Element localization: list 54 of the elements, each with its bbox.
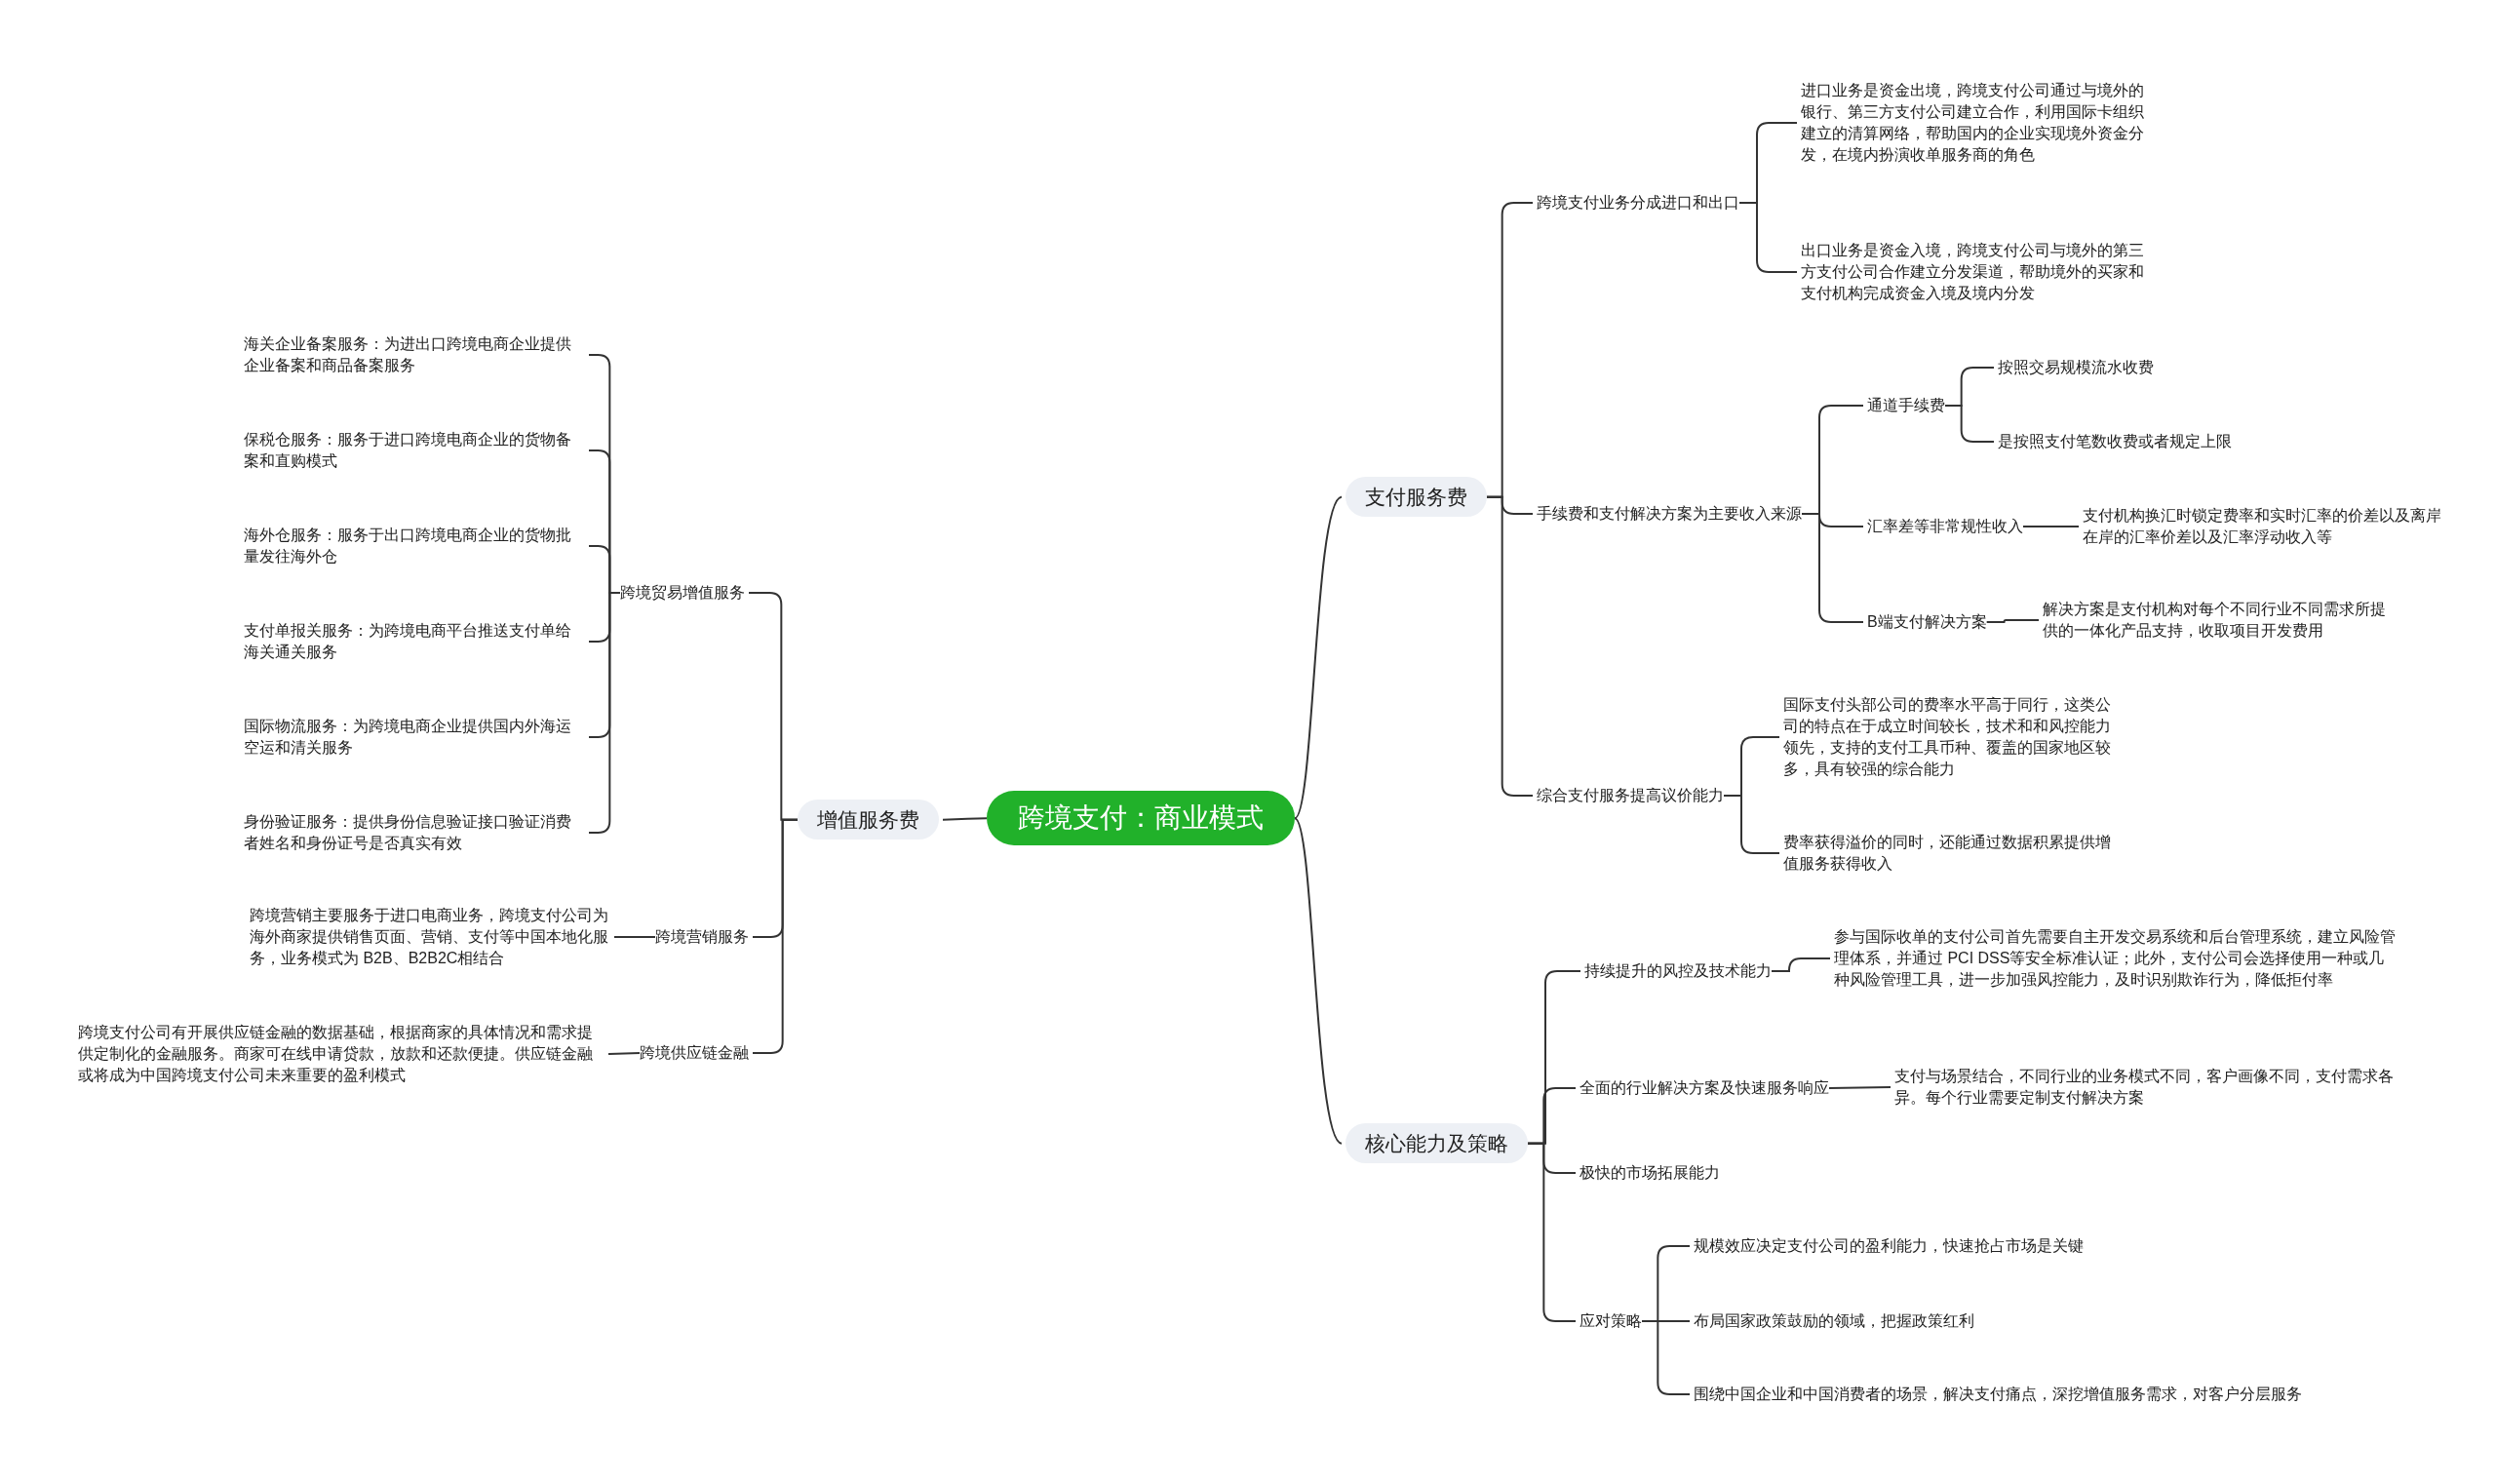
topic-text: 跨境支付公司有开展供应链金融的数据基础，根据商家的具体情况和需求提供定制化的金融服务。商家可在线申请贷款，放款和还款便捷。供应链金融或将成为中国跨境支付公司未来重要的盈利模式	[78, 1020, 604, 1088]
connector-line	[1527, 1142, 1577, 1322]
topic-text: 按照交易规模流水收费	[1998, 355, 2154, 380]
topic-text: 国际支付头部公司的费率水平高于同行，这类公司的特点在于成立时间较长，技术和和风控能力领先，支持的支付工具币种、覆盖的国家地区较多，具有较强的综合能力	[1783, 692, 2125, 782]
subtopic: 全面的行业解决方案及快速服务响应	[1580, 1075, 1829, 1101]
subtopic: 跨境供应链金融	[640, 1040, 749, 1066]
subtopic: 应对策略	[1580, 1308, 1642, 1334]
connector-line	[1294, 495, 1343, 820]
topic-text: 费率获得溢价的同时，还能通过数据积累提供增值服务获得收入	[1783, 830, 2125, 877]
connector-line	[1294, 817, 1343, 1145]
topic-text: 支付机构换汇时锁定费率和实时汇率的价差以及离岸在岸的汇率价差以及汇率浮动收入等	[2083, 503, 2453, 550]
connector-line	[1723, 795, 1780, 854]
connector-line	[607, 1052, 641, 1055]
topic-text: 支付与场景结合，不同行业的业务模式不同，客户画像不同，支付需求各异。每个行业需要定制支付解决方案	[1894, 1064, 2401, 1111]
topic-text: 进口业务是资金出境，跨境支付公司通过与境外的银行、第三方支付公司建立合作，利用国际卡组织建立的清算网络，帮助国内的企业实现境外资金分发，在境内扮演收单服务商的角色	[1801, 78, 2152, 168]
subtopic: B端支付解决方案	[1867, 609, 1987, 635]
topic-text: 身份验证服务：提供身份信息验证接口验证消费者姓名和身份证号是否真实有效	[244, 809, 585, 856]
subtopic: 通道手续费	[1867, 393, 1945, 418]
subtopic: 极快的市场拓展能力	[1580, 1160, 1720, 1186]
topic-text: 布局国家政策鼓励的领域，把握政策红利	[1694, 1308, 1974, 1334]
connector-line	[1641, 1320, 1691, 1395]
topic-text: 出口业务是资金入境，跨境支付公司与境外的第三方支付公司合作建立分发渠道，帮助境外的买家和支付机构完成资金入境及境内分发	[1801, 238, 2152, 306]
subtopic: 跨境贸易增值服务	[620, 580, 745, 605]
topic-text: 国际物流服务：为跨境电商企业提供国内外海运空运和清关服务	[244, 714, 585, 761]
topic-text: 海外仓服务：服务于出口跨境电商企业的货物批量发往海外仓	[244, 523, 585, 569]
connector-line	[1828, 1086, 1892, 1089]
subtopic: 手续费和支付解决方案为主要收入来源	[1537, 501, 1802, 527]
connector-line	[1486, 495, 1534, 797]
subtopic: 跨境支付业务分成进口和出口	[1537, 190, 1739, 215]
topic-text: 解决方案是支付机构对每个不同行业不同需求所提供的一体化产品支持，收取项目开发费用	[2043, 597, 2394, 644]
connector-line	[1801, 513, 1864, 623]
connector-line	[1985, 619, 2040, 623]
connector-line	[1944, 405, 1995, 443]
topic-text: 保税仓服务：服务于进口跨境电商企业的货物备案和直购模式	[244, 427, 585, 474]
subtopic: 汇率差等非常规性收入	[1867, 514, 2023, 539]
connector-line	[1738, 202, 1798, 273]
connector-line	[1771, 957, 1831, 972]
topic-text: 跨境营销主要服务于进口电商业务，跨境支付公司为海外商家提供销售页面、营销、支付等中国本地化服务，业务模式为 B2B、B2B2C相结合	[250, 903, 610, 971]
topic-text: 参与国际收单的支付公司首先需要自主开发交易系统和后台管理系统，建立风险管理体系，并通过 PCI DSS等安全标准认证；此外，支付公司会选择使用一种或几种风险管理工具，进一步加强风控能力，及时识别欺诈行为，降低拒付率	[1834, 924, 2399, 993]
main-topic: 核心能力及策略	[1346, 1123, 1528, 1164]
topic-text: 是按照支付笔数收费或者规定上限	[1998, 429, 2232, 454]
topic-text: 规模效应决定支付公司的盈利能力，快速抢占市场是关键	[1694, 1233, 2084, 1259]
subtopic: 跨境营销服务	[655, 924, 749, 950]
subtopic: 持续提升的风控及技术能力	[1584, 958, 1772, 984]
connector-line	[942, 817, 988, 821]
topic-text: 海关企业备案服务：为进出口跨境电商企业提供企业备案和商品备案服务	[244, 332, 585, 378]
connector-line	[613, 936, 656, 938]
connector-line	[2022, 526, 2080, 527]
main-topic: 增值服务费	[798, 800, 939, 840]
subtopic: 综合支付服务提高议价能力	[1537, 783, 1724, 808]
main-topic: 支付服务费	[1346, 477, 1487, 518]
topic-text: 支付单报关服务：为跨境电商平台推送支付单给海关通关服务	[244, 618, 585, 665]
topic-text: 围绕中国企业和中国消费者的场景，解决支付痛点，深挖增值服务需求，对客户分层服务	[1694, 1382, 2302, 1407]
central-topic: 跨境支付：商业模式	[987, 791, 1295, 846]
